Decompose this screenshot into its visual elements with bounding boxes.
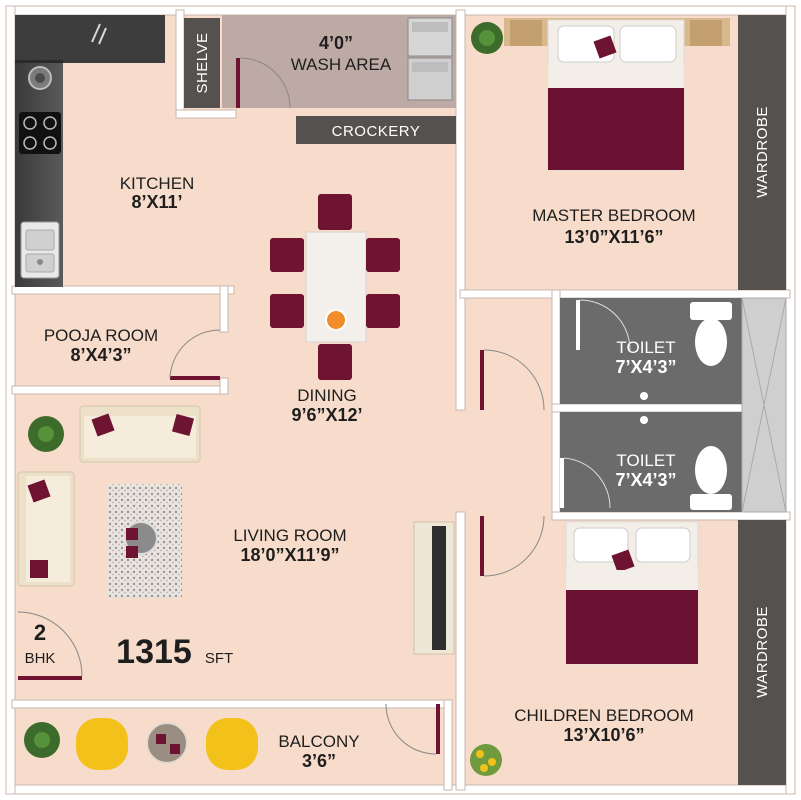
toilet-2-fixture (690, 446, 732, 510)
wash-area-dimensions: 4’0” (319, 33, 353, 53)
interior-walls (11, 9, 791, 791)
toilet-2-door[interactable] (560, 457, 611, 509)
stove-icon (19, 112, 61, 154)
toilet-1-dimensions: 7’X4’3” (615, 357, 676, 377)
crockery-panel (296, 116, 456, 144)
pooja-room-door[interactable] (169, 329, 221, 380)
balcony-table (146, 722, 188, 764)
kitchen-label: KITCHEN (120, 174, 195, 193)
living-room-label: LIVING ROOM (233, 526, 346, 545)
dining-label: DINING (297, 386, 357, 405)
plant-icon (24, 722, 60, 758)
cooking-pot-icon (28, 66, 52, 90)
dining-table (270, 194, 400, 380)
kitchen-dimensions: 8’X11’ (131, 192, 182, 212)
total-area: 1315 (116, 633, 192, 671)
children-bedroom-door[interactable] (480, 515, 545, 577)
wardrobe-bottom-panel (738, 520, 786, 785)
children-bedroom-label: CHILDREN BEDROOM (514, 706, 693, 725)
wardrobe-top-panel (738, 15, 786, 290)
balcony-door[interactable] (385, 703, 440, 755)
toilet-2-label: TOILET (616, 451, 675, 470)
main-entry-door[interactable] (17, 611, 83, 680)
tap-icon (640, 392, 648, 424)
coffee-table (124, 521, 158, 558)
master-bedroom-dimensions: 13’0”X11’6” (564, 227, 663, 247)
wash-area-door[interactable] (236, 57, 291, 109)
master-bed (504, 18, 730, 171)
master-bedroom-label: MASTER BEDROOM (532, 206, 695, 225)
children-bed (565, 521, 699, 665)
balcony-label: BALCONY (278, 732, 359, 751)
toilet-1-door[interactable] (576, 299, 631, 351)
balcony-chair-left (76, 718, 128, 770)
plant-icon (28, 416, 64, 452)
knife-icon (91, 23, 107, 45)
sink-icon (20, 221, 60, 279)
plant-icon (471, 22, 503, 54)
sofa-top (79, 405, 201, 463)
master-bedroom-door[interactable] (480, 349, 545, 411)
toilet-1-fixture (690, 302, 732, 366)
toilet-1-label: TOILET (616, 338, 675, 357)
wardrobe-top-label: WARDROBE (754, 106, 771, 198)
wash-area-label: WASH AREA (291, 55, 392, 74)
sofa-left (17, 471, 75, 587)
dining-dimensions: 9’6”X12’ (291, 405, 362, 425)
toilet-2-dimensions: 7’X4’3” (615, 470, 676, 490)
total-area-unit: SFT (205, 650, 233, 667)
pooja-room-dimensions: 8’X4’3” (70, 345, 131, 365)
balcony-chair-right (206, 718, 258, 770)
children-bedroom-dimensions: 13’X10’6” (563, 725, 644, 745)
washing-machine-icon (407, 17, 453, 101)
flower-pot-icon (470, 744, 502, 776)
bhk-text: BHK (25, 650, 56, 667)
shelve-label: SHELVE (194, 32, 211, 93)
shaft-cross (741, 297, 787, 513)
pooja-room-label: POOJA ROOM (44, 326, 158, 345)
balcony-dimensions: 3’6” (302, 751, 336, 771)
wardrobe-bottom-label: WARDROBE (754, 606, 771, 698)
living-room-dimensions: 18’0”X11’9” (240, 545, 339, 565)
crockery-label: CROCKERY (332, 123, 421, 140)
shelve-panel (184, 18, 220, 108)
bhk-number: 2 (34, 620, 46, 645)
tv-unit (413, 521, 455, 655)
